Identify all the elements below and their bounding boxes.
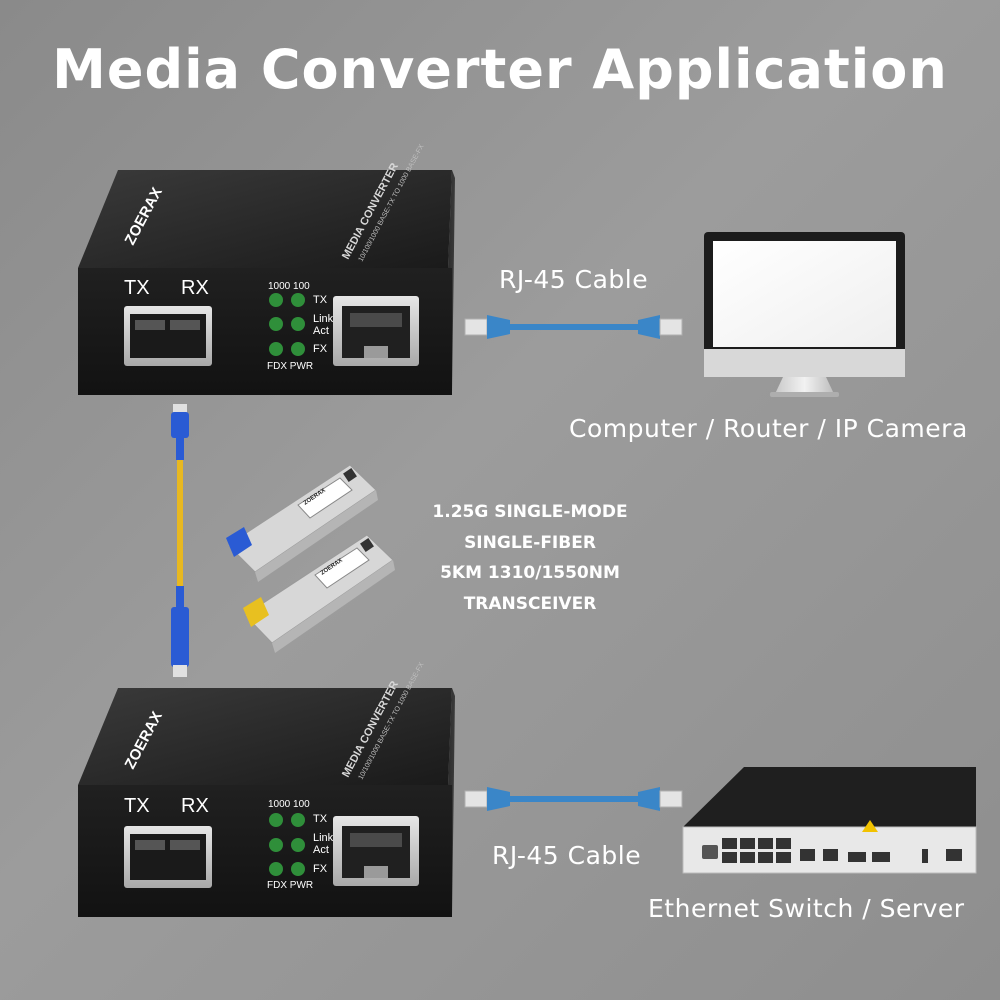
ethernet-switch (682, 767, 977, 874)
led-footer: FDX PWR (267, 880, 313, 891)
sfp-transceiver-blue: ZOERAX (226, 464, 378, 582)
led-indicator (269, 293, 283, 307)
media-converter-bottom: ZOERAX MEDIA CONVERTER 10/100/1000 BASE-… (78, 661, 455, 917)
media-converter-top: ZOERAX MEDIA CONVERTER 10/100/1000 BASE-… (78, 143, 455, 395)
led-indicator (269, 342, 283, 356)
rj45-cable-top (464, 315, 683, 339)
computer-monitor (704, 232, 905, 397)
led-label-fx: FX (313, 863, 328, 875)
fiber-connector-top (171, 412, 189, 438)
transceiver-line: 1.25G SINGLE-MODE (432, 502, 628, 522)
led-indicator (291, 342, 305, 356)
tx-label: TX (124, 277, 150, 299)
led-label-act: Act (313, 325, 329, 337)
tx-label: TX (124, 795, 150, 817)
led-header: 1000 100 (268, 281, 310, 292)
led-label-fx: FX (313, 343, 328, 355)
rj45-cable-bottom (464, 787, 683, 811)
fiber-connector-bottom (171, 607, 189, 667)
led-indicator (291, 317, 305, 331)
converter-top-face (78, 688, 452, 785)
led-indicator (269, 838, 283, 852)
led-label-tx: TX (313, 294, 328, 306)
switch-top-face (683, 767, 976, 827)
transceiver-line: TRANSCEIVER (463, 593, 597, 614)
led-indicator (291, 293, 305, 307)
cable-label-bottom: RJ-45 Cable (492, 841, 642, 870)
transceiver-line: SINGLE-FIBER (464, 532, 596, 553)
device-label-bottom: Ethernet Switch / Server (648, 894, 965, 923)
led-indicator (291, 838, 305, 852)
converter-top-face (78, 170, 452, 268)
fiber-cable (171, 404, 189, 677)
led-label-link: Link (313, 832, 334, 844)
rx-label: RX (181, 795, 209, 817)
led-indicator (269, 813, 283, 827)
device-label-top: Computer / Router / IP Camera (569, 414, 968, 443)
led-header: 1000 100 (268, 799, 310, 810)
led-indicator (269, 317, 283, 331)
led-label-act: Act (313, 844, 329, 856)
rx-label: RX (181, 277, 209, 299)
monitor-screen (713, 241, 896, 347)
led-indicator (291, 813, 305, 827)
sfp-transceiver-yellow: ZOERAX (243, 534, 395, 653)
led-footer: FDX PWR (267, 361, 313, 372)
transceiver-line: 5KM 1310/1550NM (440, 563, 620, 583)
led-label-tx: TX (313, 813, 328, 825)
led-indicator (291, 862, 305, 876)
transceiver-description: 1.25G SINGLE-MODE SINGLE-FIBER 5KM 1310/… (405, 497, 655, 619)
led-label-link: Link (313, 313, 334, 325)
led-indicator (269, 862, 283, 876)
cable-label-top: RJ-45 Cable (499, 265, 649, 294)
page-title: Media Converter Application (52, 38, 948, 101)
